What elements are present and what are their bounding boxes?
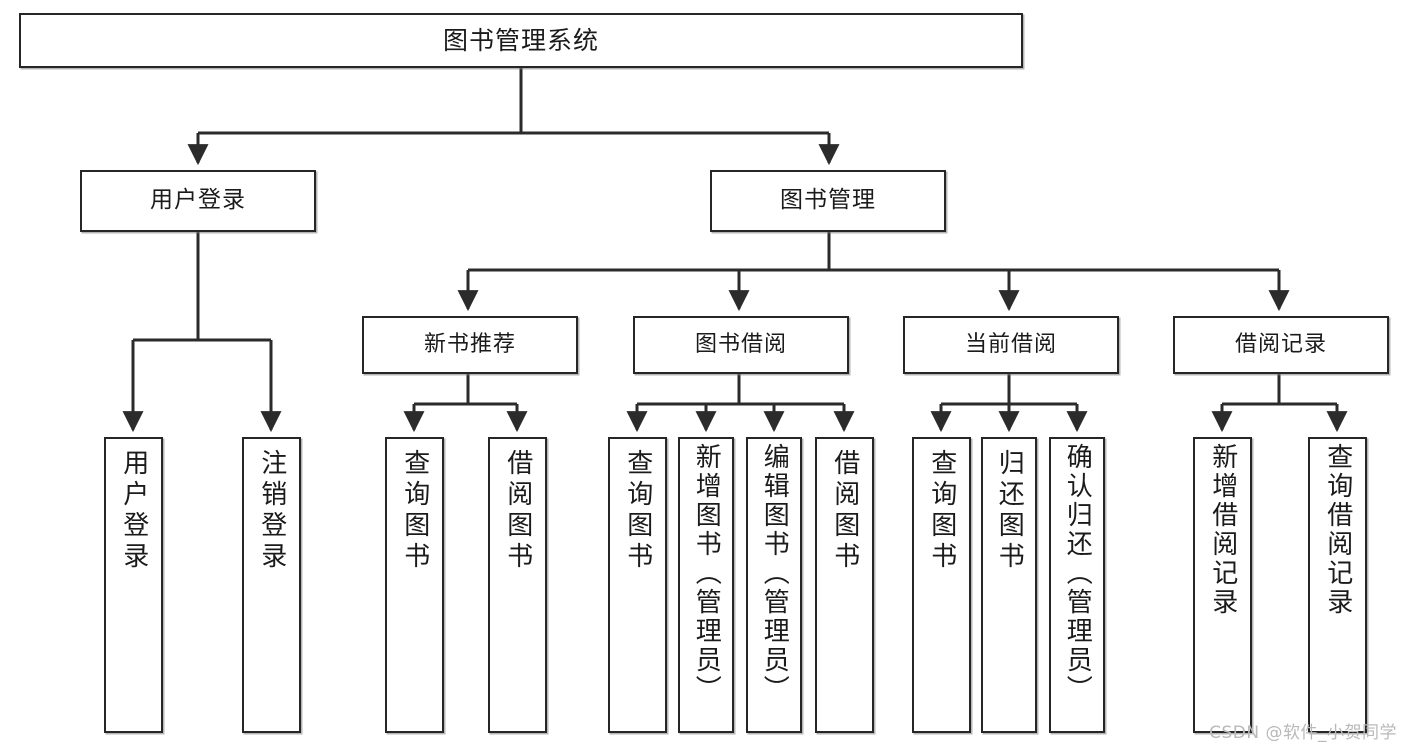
- node-label: 归还图书: [994, 449, 1025, 573]
- leaf-logout-login[interactable]: 注销登录: [242, 437, 301, 733]
- node-label: 查询图书: [926, 449, 957, 573]
- node-label: 注销登录: [256, 449, 287, 573]
- leaf-query-book-borrow[interactable]: 查询图书: [608, 437, 667, 733]
- leaf-user-login[interactable]: 用户登录: [104, 437, 163, 733]
- node-new-book-recommend[interactable]: 新书推荐: [362, 316, 578, 374]
- node-book-manage[interactable]: 图书管理: [710, 170, 946, 232]
- node-label: 确认归还（管理员）: [1062, 443, 1093, 704]
- leaf-edit-book-admin[interactable]: 编辑图书（管理员）: [746, 437, 802, 733]
- node-label: 新书推荐: [423, 332, 516, 358]
- leaf-query-book-current[interactable]: 查询图书: [912, 437, 971, 733]
- leaf-borrow-book-borrow[interactable]: 借阅图书: [815, 437, 874, 733]
- leaf-return-book[interactable]: 归还图书: [981, 437, 1037, 733]
- node-label: 新增图书（管理员）: [691, 443, 722, 704]
- csdn-watermark: CSDN @软件_小贺同学: [1209, 723, 1397, 743]
- node-borrow-record[interactable]: 借阅记录: [1173, 316, 1389, 374]
- node-label: 图书管理系统: [442, 25, 599, 55]
- node-label: 借阅图书: [829, 449, 860, 573]
- node-book-borrow[interactable]: 图书借阅: [633, 316, 849, 374]
- node-user-login[interactable]: 用户登录: [80, 170, 316, 232]
- node-root-system[interactable]: 图书管理系统: [19, 13, 1023, 68]
- node-label: 图书借阅: [694, 332, 787, 358]
- node-label: 查询图书: [399, 449, 430, 573]
- leaf-query-book-new[interactable]: 查询图书: [385, 437, 444, 733]
- node-label: 图书管理: [780, 187, 876, 214]
- node-label: 当前借阅: [964, 332, 1057, 358]
- node-label: 新增借阅记录: [1207, 443, 1238, 617]
- leaf-add-book-admin[interactable]: 新增图书（管理员）: [678, 437, 734, 733]
- node-label: 借阅图书: [502, 449, 533, 573]
- leaf-add-borrow-record[interactable]: 新增借阅记录: [1193, 437, 1252, 733]
- leaf-query-borrow-record[interactable]: 查询借阅记录: [1308, 437, 1367, 733]
- node-label: 用户登录: [118, 449, 149, 573]
- node-label: 借阅记录: [1234, 332, 1327, 358]
- node-current-borrow[interactable]: 当前借阅: [903, 316, 1119, 374]
- node-label: 查询图书: [622, 449, 653, 573]
- leaf-borrow-book-new[interactable]: 借阅图书: [488, 437, 547, 733]
- node-label: 用户登录: [150, 187, 246, 214]
- node-label: 查询借阅记录: [1322, 443, 1353, 617]
- leaf-confirm-return-admin[interactable]: 确认归还（管理员）: [1049, 437, 1105, 733]
- node-label: 编辑图书（管理员）: [759, 443, 790, 704]
